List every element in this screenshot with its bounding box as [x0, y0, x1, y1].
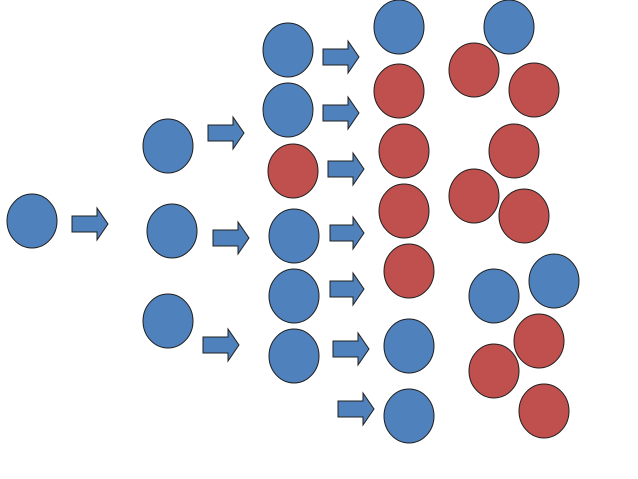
blue-cell-gen2-2 [146, 203, 198, 259]
right-arrow-icon-8 [329, 215, 365, 251]
red-cell-gen5-9 [513, 313, 565, 369]
right-arrow-icon-6 [322, 95, 360, 131]
blue-cell-gen1-1 [6, 193, 58, 249]
red-cell-gen5-11 [518, 383, 570, 439]
red-cell-gen3-3 [267, 143, 319, 199]
blue-cell-gen5-7 [528, 253, 580, 309]
right-arrow-icon-4 [202, 327, 240, 363]
right-arrow-icon-10 [332, 331, 370, 367]
red-cell-gen5-10 [468, 343, 520, 399]
blue-cell-gen3-6 [268, 328, 320, 384]
right-arrow-icon-1 [71, 206, 109, 242]
right-arrow-icon-11 [337, 391, 375, 427]
red-cell-gen5-2 [448, 42, 500, 98]
red-cell-gen4-3 [378, 123, 430, 179]
blue-cell-gen3-4 [268, 208, 320, 264]
blue-cell-gen5-8 [468, 268, 520, 324]
right-arrow-icon-7 [327, 151, 365, 187]
blue-cell-gen4-1 [373, 0, 425, 55]
red-cell-gen4-4 [378, 183, 430, 239]
blue-cell-gen3-2 [262, 82, 314, 138]
arrows-layer [71, 39, 375, 427]
red-cell-gen5-6 [498, 188, 550, 244]
right-arrow-icon-5 [322, 39, 360, 75]
red-cell-gen5-5 [448, 168, 500, 224]
red-cell-gen4-2 [373, 63, 425, 119]
red-cell-gen4-5 [383, 243, 435, 299]
right-arrow-icon-3 [212, 220, 250, 256]
red-cell-gen5-3 [508, 62, 560, 118]
blue-cell-gen2-3 [142, 293, 194, 349]
blue-cell-gen4-6 [383, 318, 435, 374]
blue-cell-gen3-5 [268, 268, 320, 324]
cells-layer [6, 0, 580, 444]
blue-cell-gen4-7 [383, 388, 435, 444]
blue-cell-gen3-1 [262, 22, 314, 78]
blue-cell-gen2-1 [142, 118, 194, 174]
right-arrow-icon-2 [207, 115, 245, 151]
red-cell-gen5-4 [488, 123, 540, 179]
right-arrow-icon-9 [329, 271, 365, 307]
blue-cell-gen5-1 [483, 0, 535, 55]
